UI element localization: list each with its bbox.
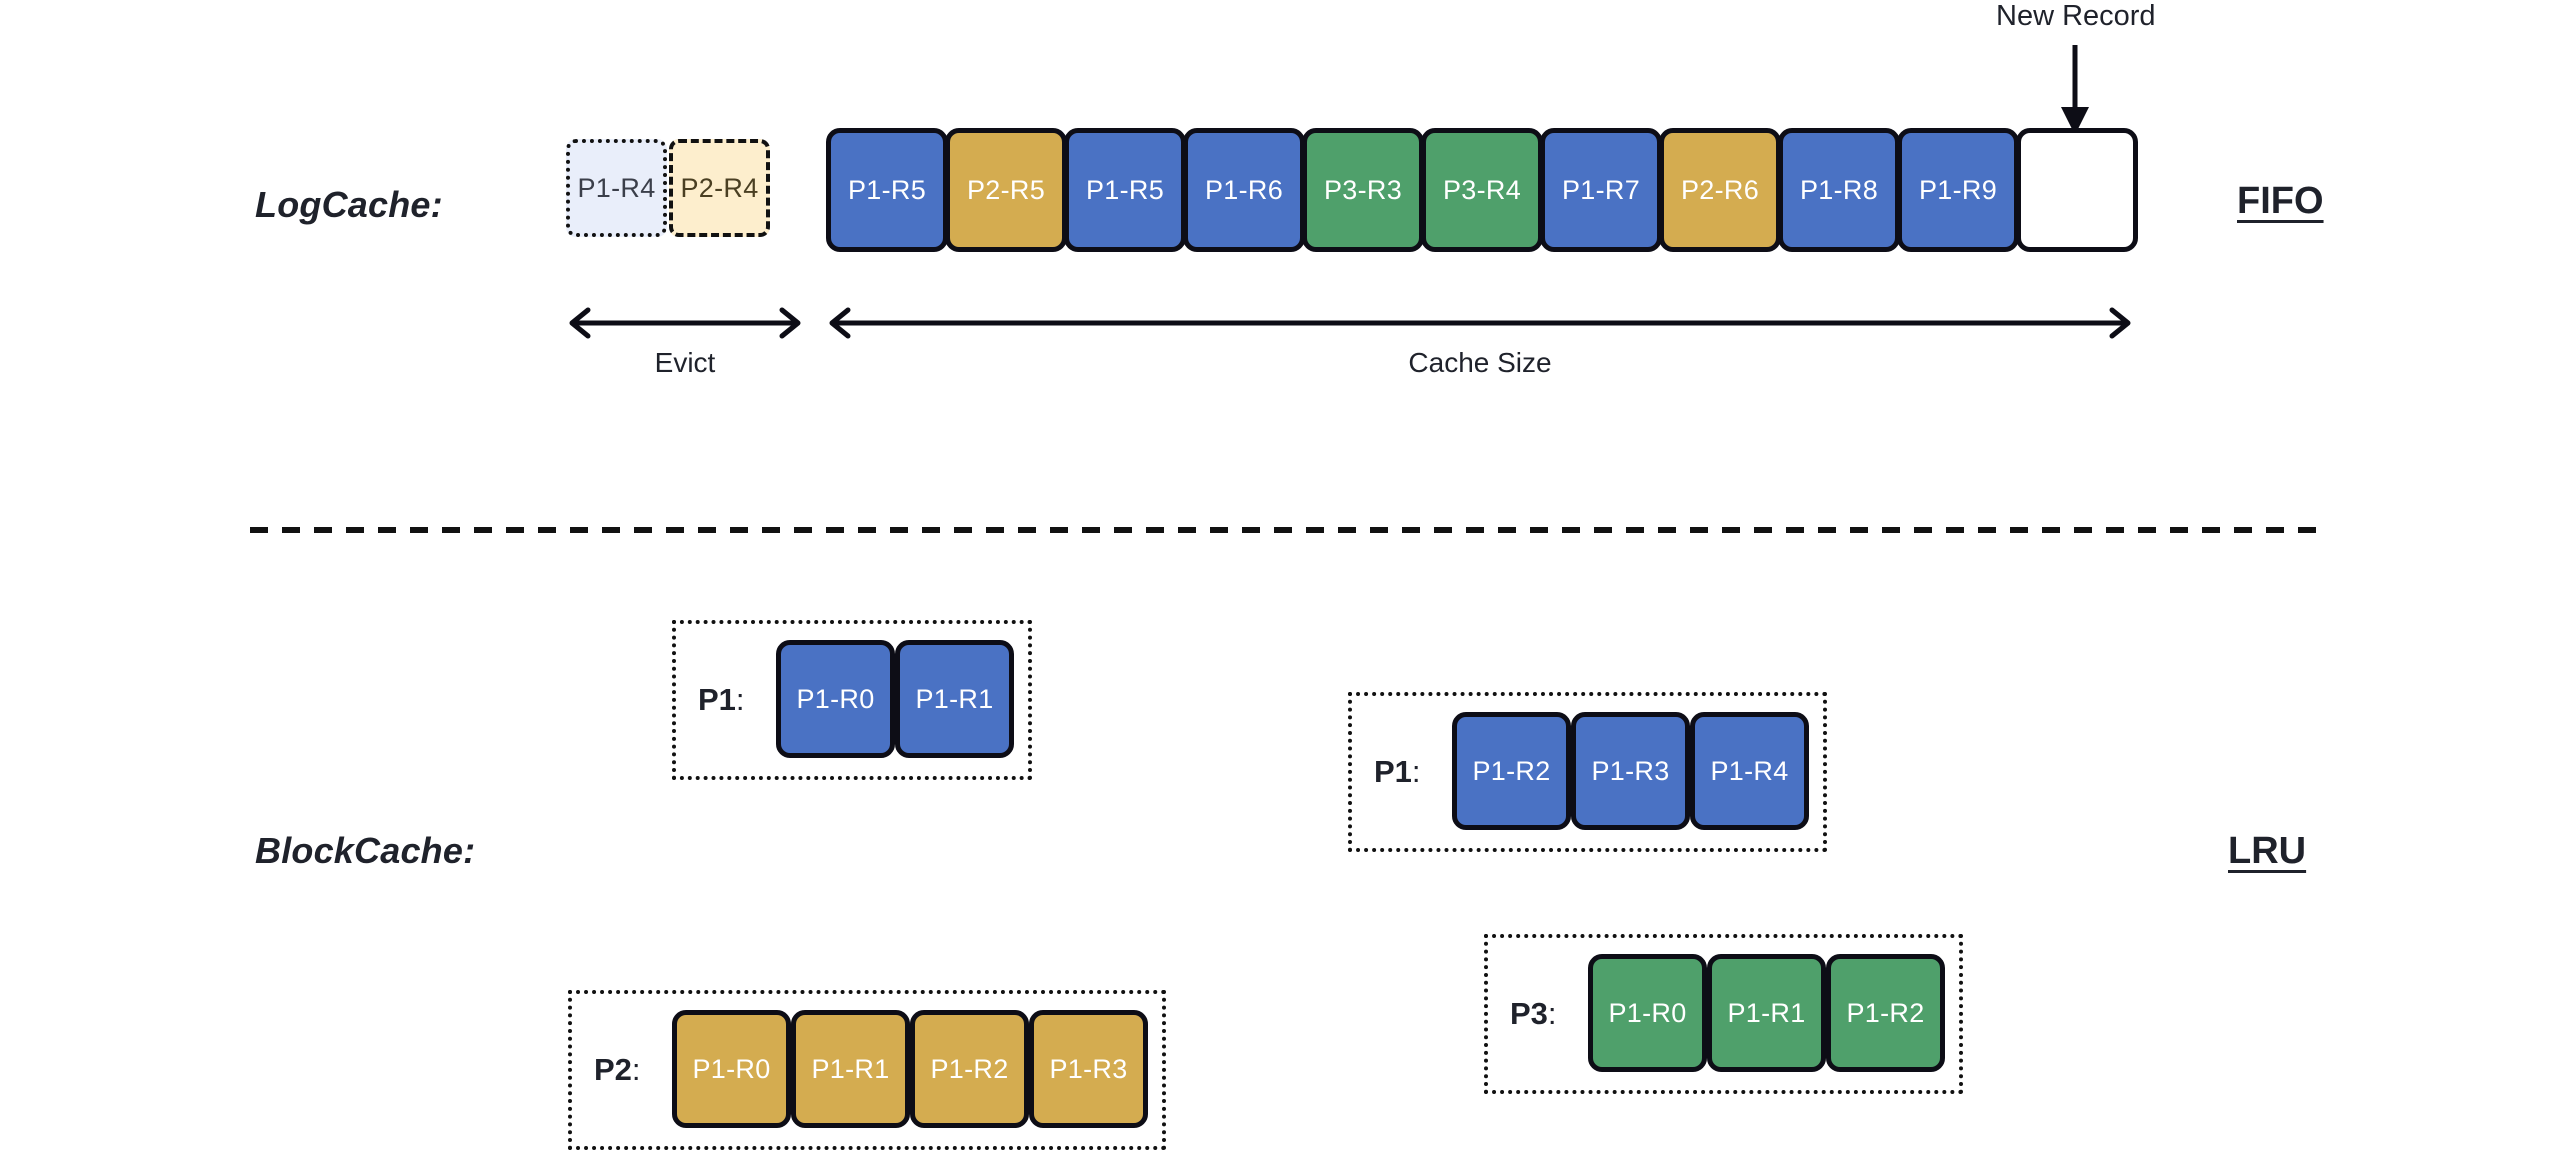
blockcache-group-colon: : <box>1547 996 1557 1031</box>
blockcache-record-card: P1-R1 <box>1707 954 1826 1072</box>
blockcache-record-card: P1-R0 <box>776 640 895 758</box>
blockcache-record-card: P1-R2 <box>1452 712 1571 830</box>
blockcache-record-card: P1-R3 <box>1571 712 1690 830</box>
blockcache-group-label: P1: <box>698 682 745 718</box>
blockcache-section-label: BlockCache: <box>255 830 476 871</box>
blockcache-record-label: P1-R0 <box>796 683 875 714</box>
blockcache-record-card: P1-R2 <box>910 1010 1029 1128</box>
blockcache-group-colon: : <box>735 682 745 717</box>
blockcache-record-label: P1-R3 <box>1049 1053 1128 1084</box>
logcache-policy-label: FIFO <box>2237 180 2324 222</box>
cache-size-measure-arrow-icon <box>829 307 2131 339</box>
blockcache-group: P1: P1-R0 P1-R1 <box>672 620 1032 780</box>
blockcache-record-label: P1-R2 <box>1846 997 1925 1028</box>
blockcache-record-card: P1-R0 <box>672 1010 791 1128</box>
logcache-record-card: P2-R5 <box>945 128 1067 252</box>
blockcache-record-label: P1-R1 <box>811 1053 890 1084</box>
evicted-record-card: P2-R4 <box>669 139 770 237</box>
blockcache-group-colon: : <box>1411 754 1421 789</box>
evict-measure-caption: Evict <box>654 347 716 378</box>
new-record-caption: New Record <box>1996 0 2156 32</box>
logcache-record-label: P1-R5 <box>847 174 927 205</box>
blockcache-group-name: P1 <box>698 682 736 717</box>
logcache-record-label: P1-R6 <box>1204 174 1284 205</box>
blockcache-group-label: P2: <box>594 1052 641 1088</box>
blockcache-record-label: P1-R3 <box>1591 755 1670 786</box>
blockcache-record-card: P1-R4 <box>1690 712 1809 830</box>
blockcache-record-card: P1-R2 <box>1826 954 1945 1072</box>
blockcache-group-name: P3 <box>1510 996 1548 1031</box>
evict-measure-arrow-icon <box>569 307 801 339</box>
logcache-record-card: P1-R8 <box>1778 128 1900 252</box>
blockcache-record-card: P1-R0 <box>1588 954 1707 1072</box>
logcache-record-card: P1-R9 <box>1897 128 2019 252</box>
logcache-record-card: P1-R5 <box>1064 128 1186 252</box>
logcache-record-label: P3-R3 <box>1323 174 1403 205</box>
logcache-record-card: P1-R7 <box>1540 128 1662 252</box>
blockcache-record-label: P1-R1 <box>1727 997 1806 1028</box>
blockcache-record-label: P1-R0 <box>692 1053 771 1084</box>
blockcache-policy-label: LRU <box>2228 830 2307 872</box>
logcache-record-label: P1-R9 <box>1918 174 1998 205</box>
logcache-empty-slot <box>2016 128 2138 252</box>
cache-size-measure-caption: Cache Size <box>1408 347 1552 378</box>
evicted-record-card: P1-R4 <box>566 139 667 237</box>
blockcache-group-label: P1: <box>1374 754 1421 790</box>
evicted-record-label: P2-R4 <box>680 172 759 203</box>
logcache-record-card: P3-R3 <box>1302 128 1424 252</box>
blockcache-record-card: P1-R1 <box>895 640 1014 758</box>
blockcache-group: P3: P1-R0 P1-R1 P1-R2 <box>1484 934 1963 1094</box>
new-record-arrow-icon <box>2061 45 2089 135</box>
blockcache-record-label: P1-R1 <box>915 683 994 714</box>
logcache-record-label: P1-R8 <box>1799 174 1879 205</box>
evicted-record-label: P1-R4 <box>577 172 656 203</box>
blockcache-record-card: P1-R1 <box>791 1010 910 1128</box>
blockcache-group-label: P3: <box>1510 996 1557 1032</box>
section-divider <box>250 527 2320 533</box>
blockcache-record-label: P1-R4 <box>1710 755 1789 786</box>
blockcache-group-name: P1 <box>1374 754 1412 789</box>
blockcache-group: P2: P1-R0 P1-R1 P1-R2 P1-R3 <box>568 990 1166 1150</box>
blockcache-record-label: P1-R2 <box>930 1053 1009 1084</box>
logcache-record-card: P1-R6 <box>1183 128 1305 252</box>
logcache-section-label: LogCache: <box>255 184 443 225</box>
blockcache-record-label: P1-R2 <box>1472 755 1551 786</box>
logcache-record-card: P1-R5 <box>826 128 948 252</box>
logcache-record-label: P2-R6 <box>1680 174 1760 205</box>
logcache-record-label: P2-R5 <box>966 174 1046 205</box>
blockcache-group-name: P2 <box>594 1052 632 1087</box>
blockcache-record-label: P1-R0 <box>1608 997 1687 1028</box>
logcache-record-label: P3-R4 <box>1442 174 1522 205</box>
logcache-record-card: P2-R6 <box>1659 128 1781 252</box>
logcache-record-card: P3-R4 <box>1421 128 1543 252</box>
blockcache-record-card: P1-R3 <box>1029 1010 1148 1128</box>
logcache-record-label: P1-R5 <box>1085 174 1165 205</box>
blockcache-group: P1: P1-R2 P1-R3 P1-R4 <box>1348 692 1827 852</box>
blockcache-group-colon: : <box>631 1052 641 1087</box>
logcache-record-label: P1-R7 <box>1561 174 1641 205</box>
